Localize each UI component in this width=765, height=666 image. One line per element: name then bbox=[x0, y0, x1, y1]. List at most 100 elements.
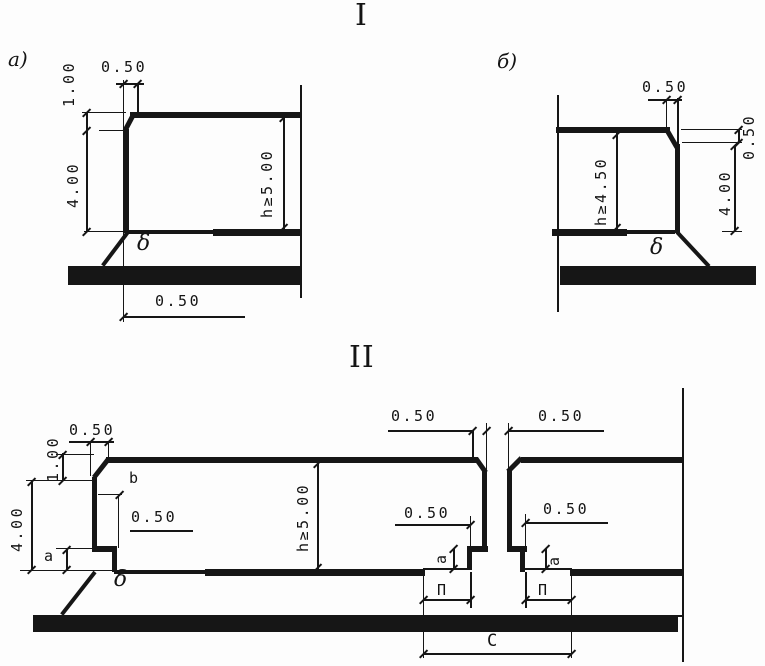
ext-line bbox=[137, 84, 139, 114]
centerline bbox=[108, 443, 110, 459]
width-b-label: b bbox=[129, 469, 141, 487]
centerline bbox=[486, 423, 488, 478]
dim-label-wall: 4.00 bbox=[716, 169, 734, 216]
dim-line bbox=[525, 599, 571, 601]
step-a-label: a bbox=[44, 547, 56, 565]
slope-line bbox=[101, 230, 130, 267]
dim-line bbox=[317, 462, 319, 570]
dim-underline bbox=[130, 530, 193, 532]
roof-line bbox=[106, 457, 478, 463]
ext-line bbox=[98, 494, 122, 496]
dim-label-height: h≥5.00 bbox=[258, 148, 276, 218]
roof-line bbox=[556, 127, 670, 133]
chamfer-line bbox=[92, 457, 111, 480]
ext-line bbox=[56, 548, 94, 550]
step-line bbox=[507, 546, 527, 552]
dim-line bbox=[86, 113, 88, 232]
delta-label: δ bbox=[137, 231, 151, 256]
roof-line bbox=[130, 112, 301, 118]
wall-line bbox=[675, 144, 680, 233]
berm-p-label-right: П bbox=[538, 581, 550, 599]
step-line bbox=[467, 546, 488, 552]
ground-hatch bbox=[33, 617, 678, 632]
dim-line bbox=[423, 599, 470, 601]
step-line bbox=[92, 546, 117, 552]
berm-p-label-left: П bbox=[437, 581, 449, 599]
dim-line bbox=[395, 524, 470, 526]
ext-line bbox=[26, 480, 93, 482]
centerline bbox=[571, 576, 573, 658]
floor-line bbox=[127, 230, 215, 234]
ext-line bbox=[99, 130, 127, 132]
centerline bbox=[470, 516, 472, 546]
roof-line bbox=[521, 457, 683, 463]
dim-line bbox=[734, 145, 736, 232]
gap-dim-mid-right: 0.50 bbox=[543, 500, 590, 518]
ext-line bbox=[525, 572, 527, 608]
floor-line bbox=[205, 569, 425, 576]
ext-line bbox=[472, 431, 474, 457]
dim-line bbox=[525, 522, 608, 524]
tick bbox=[115, 490, 124, 500]
delta-label: δ bbox=[114, 567, 128, 592]
diagram-a-label: a) bbox=[8, 47, 28, 71]
ext-line bbox=[681, 129, 742, 131]
wall-line bbox=[92, 477, 97, 548]
gap-dim-top-right: 0.50 bbox=[538, 407, 585, 425]
ground-line bbox=[560, 266, 756, 268]
ext-line bbox=[470, 572, 472, 608]
ground-hatch bbox=[68, 268, 302, 285]
ext-line bbox=[56, 454, 94, 456]
dim-line bbox=[31, 481, 33, 571]
step-line bbox=[467, 548, 472, 570]
ext-line bbox=[84, 231, 125, 233]
break-line bbox=[557, 95, 559, 312]
ext-line bbox=[682, 142, 742, 144]
floor-line bbox=[625, 230, 675, 234]
step-a-label-left: a bbox=[432, 552, 450, 564]
gap-dim-top-left: 0.50 bbox=[391, 407, 438, 425]
dim-line bbox=[616, 133, 618, 230]
centerline bbox=[118, 495, 120, 548]
dim-line bbox=[453, 548, 455, 570]
diagram-b-label: б) bbox=[497, 49, 518, 73]
dim-label-inner: 0.50 bbox=[131, 508, 178, 526]
dim-label-height: h≥5.00 bbox=[294, 482, 312, 552]
centerline bbox=[508, 423, 510, 470]
break-line bbox=[300, 85, 302, 298]
section-2-numeral: II bbox=[349, 340, 375, 375]
wall-line bbox=[482, 471, 487, 551]
dim-line bbox=[423, 653, 571, 655]
dim-line bbox=[283, 117, 285, 229]
dim-line bbox=[116, 83, 144, 85]
step-line bbox=[112, 548, 117, 572]
dim-label-wall: 4.00 bbox=[8, 505, 26, 552]
dim-label-height: h≥4.50 bbox=[592, 156, 610, 226]
dim-label-top: 0.50 bbox=[642, 78, 689, 96]
dim-label-wall: 4.00 bbox=[64, 161, 82, 208]
floor-line bbox=[570, 569, 683, 576]
ground-line bbox=[68, 266, 302, 268]
centerline bbox=[90, 443, 92, 476]
floor-line bbox=[213, 229, 301, 236]
slope-line bbox=[675, 230, 711, 268]
berm-line bbox=[524, 568, 572, 570]
dim-line bbox=[66, 549, 68, 571]
section-1-numeral: I bbox=[355, 0, 368, 33]
dim-label-bottom: 0.50 bbox=[155, 292, 202, 310]
dim-line bbox=[123, 316, 245, 318]
ground-line bbox=[33, 615, 683, 617]
delta-label: δ bbox=[650, 235, 664, 260]
ext-line bbox=[423, 576, 425, 658]
berm-line bbox=[423, 568, 472, 570]
dim-line bbox=[738, 130, 740, 143]
break-line bbox=[682, 388, 684, 662]
ext-line bbox=[82, 112, 126, 114]
centerline bbox=[666, 100, 668, 130]
ext-line bbox=[677, 98, 679, 146]
floor-line bbox=[114, 570, 207, 574]
wall-line bbox=[507, 469, 512, 551]
dim-label-top: 0.50 bbox=[101, 58, 148, 76]
dim-line bbox=[62, 453, 64, 481]
